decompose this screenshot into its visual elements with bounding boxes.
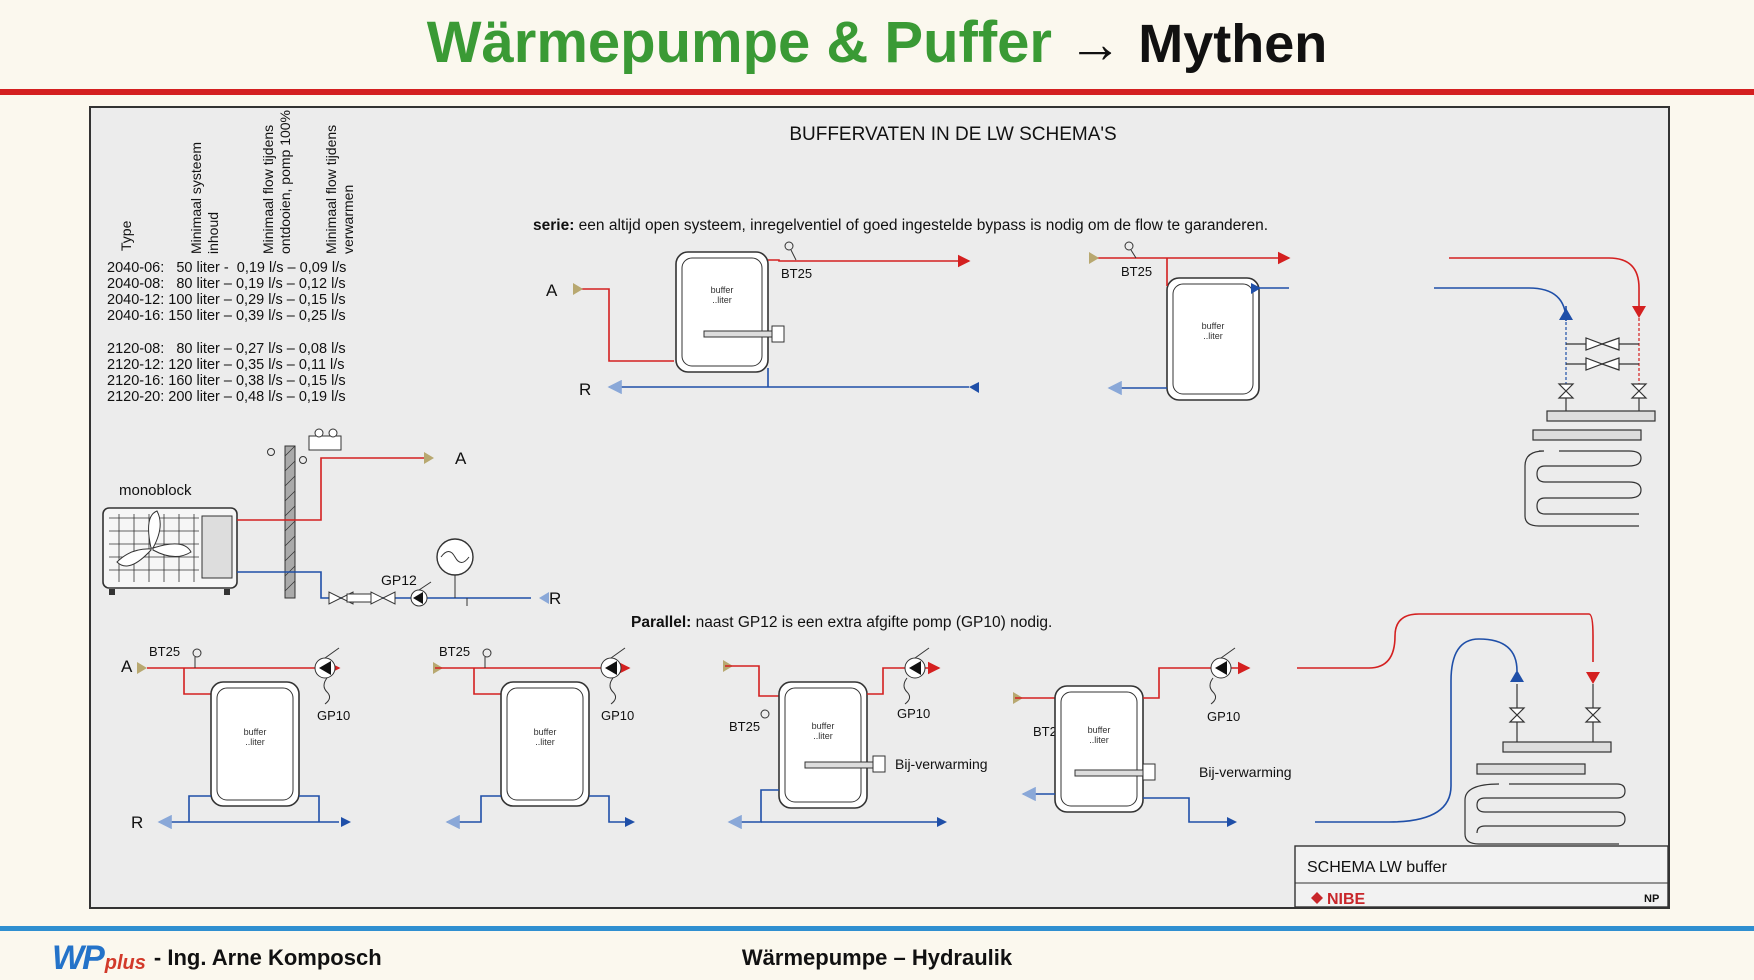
label-a: A: [455, 449, 467, 468]
header-divider: [0, 89, 1754, 95]
label-a: A: [546, 281, 558, 300]
parallel-scheme-4: BT25 buffer ..liter Bij-verwarming GP10: [1013, 647, 1292, 827]
label-gp10: GP10: [1207, 709, 1240, 724]
diagram-panel: [89, 106, 1670, 909]
table-row: 2040-06: 50 liter - 0,19 l/s – 0,09 l/s: [107, 260, 346, 276]
label-bt25: BT25: [1121, 264, 1152, 279]
buffer-tank: [210, 681, 300, 807]
header-system-2: inhoud: [205, 212, 221, 254]
table-row: 2120-20: 200 liter – 0,48 l/s – 0,19 l/s: [107, 389, 346, 405]
parallel-scheme-3: BT25 buffer ..liter Bij-verwarming GP10: [723, 647, 988, 830]
label-gp10: GP10: [601, 708, 634, 723]
label-gp12: GP12: [381, 572, 417, 588]
monoblock-section: monoblock A R: [102, 428, 561, 608]
parallel-scheme-1: A BT25 buffer ..liter GP10 R: [121, 644, 351, 832]
table-headers: Type Minimaal systeem inhoud Minimaal fl…: [118, 110, 356, 254]
buffer-tank: [675, 251, 769, 373]
title-arrow: →: [1068, 14, 1123, 74]
table-row: 2040-08: 80 liter – 0,19 l/s – 0,12 l/s: [107, 276, 346, 292]
header-system-1: Minimaal systeem: [188, 142, 204, 254]
buffer-tank: [778, 681, 868, 809]
schema-box-np: NP: [1644, 893, 1659, 905]
label-bt25: BT25: [439, 644, 470, 659]
table-row: 2040-12: 100 liter – 0,29 l/s – 0,15 l/s: [107, 292, 346, 308]
header-defrost-1: Minimaal flow tijdens: [260, 125, 276, 254]
title-sub: Mythen: [1138, 14, 1328, 74]
label-gp10: GP10: [897, 706, 930, 721]
table-row: 2120-16: 160 liter – 0,38 l/s – 0,15 l/s: [107, 373, 346, 389]
table-rows: 2040-06: 50 liter - 0,19 l/s – 0,09 l/s …: [107, 260, 346, 405]
label-bt25: BT25: [729, 719, 760, 734]
serie-scheme-2: BT25 buffer ..liter: [1089, 241, 1291, 401]
label-bijverwarming: Bij-verwarming: [1199, 764, 1292, 780]
footer-divider: [0, 926, 1754, 931]
buffer-label: buffer: [534, 727, 557, 737]
label-r: R: [131, 813, 143, 832]
label-gp10: GP10: [317, 708, 350, 723]
schema-box-brand: NIBE: [1327, 891, 1366, 908]
buffer-tank: [1054, 685, 1144, 813]
title-main: Wärmepumpe & Puffer: [426, 10, 1052, 75]
parallel-scheme-2: BT25 buffer ..liter GP10: [433, 644, 635, 830]
buffer-label: buffer: [1088, 725, 1111, 735]
monoblock-label: monoblock: [119, 482, 192, 499]
table-row: 2120-08: 80 liter – 0,27 l/s – 0,08 l/s: [107, 341, 346, 357]
floor-heating-bottom: [1297, 613, 1626, 845]
header-type: Type: [118, 220, 134, 251]
buffer-tank: [500, 681, 590, 807]
header-defrost-2: ontdooien, pomp 100%: [277, 110, 293, 254]
label-bijverwarming: Bij-verwarming: [895, 756, 988, 772]
diagram-title: BUFFERVATEN IN DE LW SCHEMA'S: [789, 124, 1116, 145]
liter-label: ..liter: [712, 295, 732, 305]
liter-label: ..liter: [813, 731, 833, 741]
liter-label: ..liter: [1089, 735, 1109, 745]
parallel-description: Parallel: naast GP12 is een extra afgift…: [631, 614, 1052, 631]
serie-scheme-1: A buffer ..liter BT25 R: [546, 241, 979, 399]
page-title: Wärmepumpe & Puffer → Mythen: [0, 6, 1754, 81]
buffer-label: buffer: [244, 727, 267, 737]
table-row: 2120-12: 120 liter – 0,35 l/s – 0,11 l/s: [107, 357, 345, 373]
label-r: R: [579, 380, 591, 399]
buffer-schema-diagram: BUFFERVATEN IN DE LW SCHEMA'S Type Minim…: [102, 110, 1669, 908]
footer-center-title: Wärmepumpe – Hydraulik: [741, 945, 1013, 970]
liter-label: ..liter: [535, 737, 555, 747]
label-a: A: [121, 657, 133, 676]
label-bt25: BT25: [149, 644, 180, 659]
schema-box-title: SCHEMA LW buffer: [1307, 859, 1448, 876]
header-heating-2: verwarmen: [340, 185, 356, 254]
header-heating-1: Minimaal flow tijdens: [323, 125, 339, 254]
label-r: R: [549, 589, 561, 608]
liter-label: ..liter: [245, 737, 265, 747]
liter-label: ..liter: [1203, 331, 1223, 341]
buffer-label: buffer: [711, 285, 734, 295]
footer-author: - Ing. Arne Komposch: [153, 945, 382, 970]
table-row: 2040-16: 150 liter – 0,39 l/s – 0,25 l/s: [107, 308, 346, 324]
floor-heating-top: [1434, 257, 1656, 527]
serie-description: serie: een altijd open systeem, inregelv…: [533, 217, 1268, 234]
schema-box: SCHEMA LW buffer NIBE NP: [1294, 845, 1669, 908]
nibe-logo-icon: [1311, 892, 1323, 904]
buffer-label: buffer: [812, 721, 835, 731]
label-bt25: BT25: [781, 266, 812, 281]
buffer-tank: [1166, 277, 1260, 401]
buffer-label: buffer: [1202, 321, 1225, 331]
